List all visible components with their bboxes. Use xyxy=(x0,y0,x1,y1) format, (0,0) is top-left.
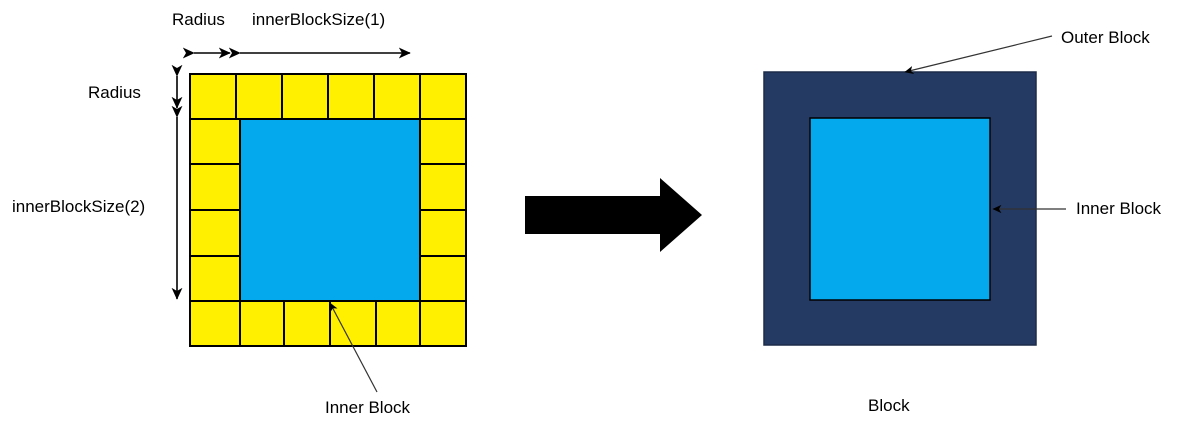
grid-cell xyxy=(373,73,421,120)
grid-cell xyxy=(375,300,421,347)
label-left-inner-block: Inner Block xyxy=(325,398,411,417)
grid-cell xyxy=(283,300,331,347)
label-inner-block-size-1: innerBlockSize(1) xyxy=(252,10,386,29)
label-outer-block: Outer Block xyxy=(1061,28,1150,47)
grid-cell xyxy=(239,300,285,347)
grid-cell xyxy=(189,118,241,165)
label-radius-top: Radius xyxy=(172,10,225,29)
outer-block-leader xyxy=(904,35,1053,74)
left-inner-block-leader xyxy=(329,302,378,393)
label-radius-left: Radius xyxy=(88,83,141,102)
grid-cell xyxy=(419,163,467,211)
label-inner-block-size-2: innerBlockSize(2) xyxy=(12,197,146,216)
grid-cell xyxy=(189,163,241,211)
grid-cell xyxy=(189,73,237,120)
grid-cell xyxy=(419,118,467,165)
transform-arrow-icon xyxy=(525,178,702,252)
left-inner-block xyxy=(239,118,421,302)
grid-cell xyxy=(189,209,241,257)
grid-cell xyxy=(235,73,283,120)
label-right-inner-block: Inner Block xyxy=(1076,199,1162,218)
grid-cell xyxy=(419,255,467,302)
grid-cell xyxy=(329,300,377,347)
dimension-arrows xyxy=(171,47,411,300)
label-block-caption: Block xyxy=(868,396,910,415)
grid-cell xyxy=(419,209,467,257)
grid-cell xyxy=(189,255,241,302)
grid-cell xyxy=(327,73,375,120)
grid-cell xyxy=(189,300,241,347)
grid-cell xyxy=(281,73,329,120)
grid-cell xyxy=(419,73,467,120)
right-inner-block xyxy=(809,117,991,301)
grid-cell xyxy=(419,300,467,347)
grid-cells xyxy=(189,73,467,347)
